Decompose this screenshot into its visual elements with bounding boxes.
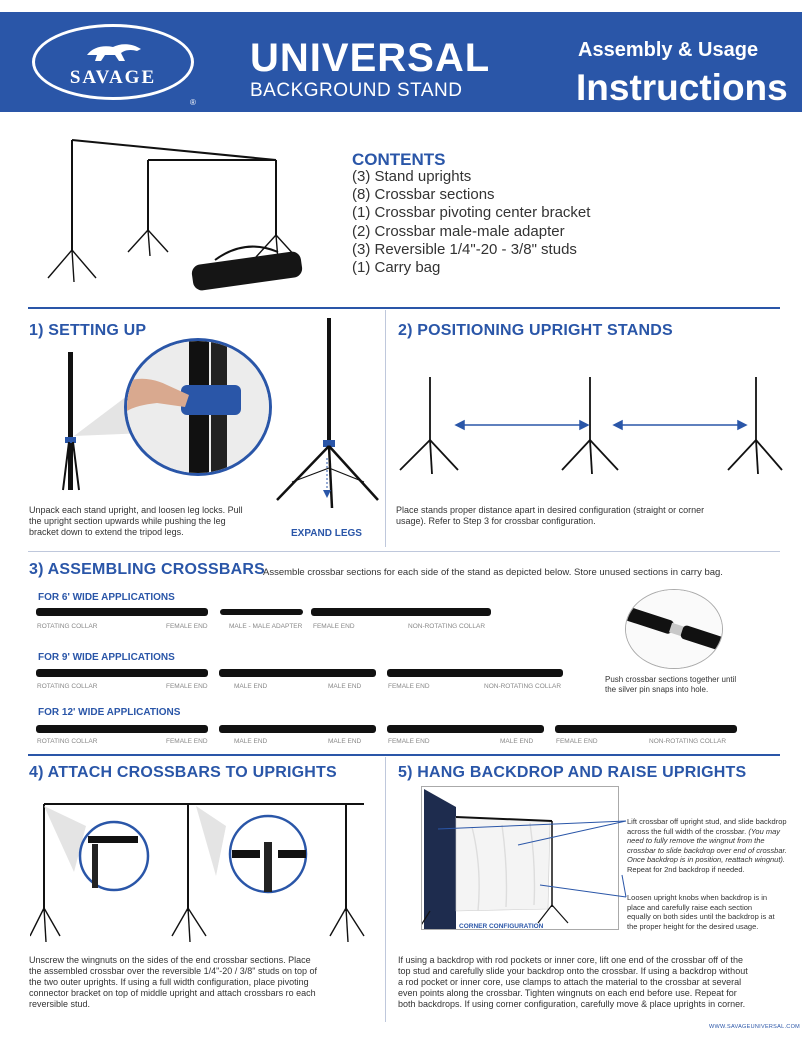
note-slide-main: Lift crossbar off upright stud, and slid… [627,817,787,836]
nine-foot-title: FOR 9' WIDE APPLICATIONS [38,652,175,663]
crossbar-section [219,669,376,677]
hand-leg-lock-icon [127,341,269,473]
step1-heading: 1) SETTING UP [29,322,147,339]
bar-label: MALE END [328,683,362,690]
bar-label: FEMALE END [388,738,430,745]
bar-label: FEMALE END [313,623,355,630]
crossbar-section [387,669,563,677]
bar-label: FEMALE END [388,683,430,690]
product-subtitle: BACKGROUND STAND [250,80,463,101]
step3-intro: Assemble crossbar sections for each side… [263,567,723,578]
list-item: (2) Crossbar male-male adapter [352,222,565,240]
crossbar-section [36,608,208,616]
section-divider [28,307,780,309]
leg-lock-closeup [124,338,272,476]
step4-heading: 4) ATTACH CROSSBARS TO UPRIGHTS [29,764,337,781]
bar-label: ROTATING COLLAR [37,623,98,630]
six-foot-title: FOR 6' WIDE APPLICATIONS [38,592,175,603]
callout-lines [437,820,627,898]
step4-text: Unscrew the wingnuts on the sides of the… [29,955,318,1009]
bar-label: NON-ROTATING COLLAR [484,683,562,690]
attach-crossbar-illustration [30,803,365,943]
bar-label: FEMALE END [556,738,598,745]
panther-logo-icon [87,44,141,61]
silver-pin-icon [626,590,722,668]
step5-text: If using a backdrop with rod pockets or … [398,955,748,1009]
collapsed-stand-illustration [62,352,80,491]
crossbar-section [311,608,491,616]
section-divider [28,551,780,552]
list-item: (8) Crossbar sections [352,186,495,204]
logo-text: SAVAGE [69,67,157,88]
crossbar-section [219,725,376,733]
list-item: (1) Carry bag [352,259,441,277]
stand-hero-illustration [47,139,303,291]
bar-label: MALE END [328,738,362,745]
step3-heading: 3) ASSEMBLING CROSSBARS [29,561,266,578]
section-divider-vertical [385,310,386,547]
bar-label: ROTATING COLLAR [37,738,98,745]
step2-heading: 2) POSITIONING UPRIGHT STANDS [398,322,673,339]
corner-configuration-label: CORNER CONFIGURATION [459,923,544,930]
step2-text: Place stands proper distance apart in de… [396,505,705,526]
twelve-foot-title: FOR 12' WIDE APPLICATIONS [38,707,181,718]
crossbar-section [555,725,737,733]
bar-label: MALE END [234,738,268,745]
crossbar-section [36,669,208,677]
bar-label: ROTATING COLLAR [37,683,98,690]
website-link[interactable]: WWW.SAVAGEUNIVERSAL.COM [709,1024,801,1030]
crossbar-section [36,725,208,733]
bar-label: MALE - MALE ADAPTER [229,623,303,630]
savage-logo: SAVAGE [32,24,194,100]
bar-label: FEMALE END [166,623,208,630]
step5-note-slide: Lift crossbar off upright stud, and slid… [627,817,789,875]
assembly-heading: Assembly & Usage [578,39,759,61]
bar-label: NON-ROTATING COLLAR [649,738,727,745]
corner-configuration-photo [421,786,619,930]
push-text: Push crossbar sections together until th… [605,675,737,694]
product-title: UNIVERSAL [250,36,491,80]
step5-note-raise: Loosen upright knobs when backdrop is in… [627,893,775,931]
crossbar-pin-closeup [625,589,723,669]
note-slide-repeat: Repeat for 2nd backdrop if needed. [627,864,745,874]
crossbar-section [387,725,544,733]
step5-heading: 5) HANG BACKDROP AND RAISE UPRIGHTS [398,764,747,781]
contents-title: CONTENTS [352,150,446,169]
bar-label: NON-ROTATING COLLAR [408,623,486,630]
step1-text: Unpack each stand upright, and loosen le… [29,505,243,537]
bar-label: FEMALE END [166,738,208,745]
bar-label: MALE END [500,738,534,745]
instructions-heading: Instructions [576,67,788,108]
three-stands-spacing-illustration [399,377,783,475]
section-divider [28,754,780,756]
expanded-stand-illustration [276,318,379,509]
list-item: (1) Crossbar pivoting center bracket [352,204,591,222]
bar-label: MALE END [234,683,268,690]
note-slide-italic: (You may need to fully remove the wingnu… [627,826,787,865]
contents-list: (3) Stand uprights (8) Crossbar sections… [352,168,590,277]
backdrop-hang-icon [422,789,569,929]
crossbar-adapter [220,609,303,615]
bar-label: FEMALE END [166,683,208,690]
list-item: (3) Reversible 1/4"-20 - 3/8" studs [352,240,577,258]
registered-mark: ® [190,98,196,107]
header-banner: SAVAGE ® UNIVERSAL BACKGROUND STAND Asse… [0,12,802,112]
section-divider-vertical [385,757,386,1022]
expand-legs-label: EXPAND LEGS [291,528,362,539]
list-item: (3) Stand uprights [352,168,472,185]
